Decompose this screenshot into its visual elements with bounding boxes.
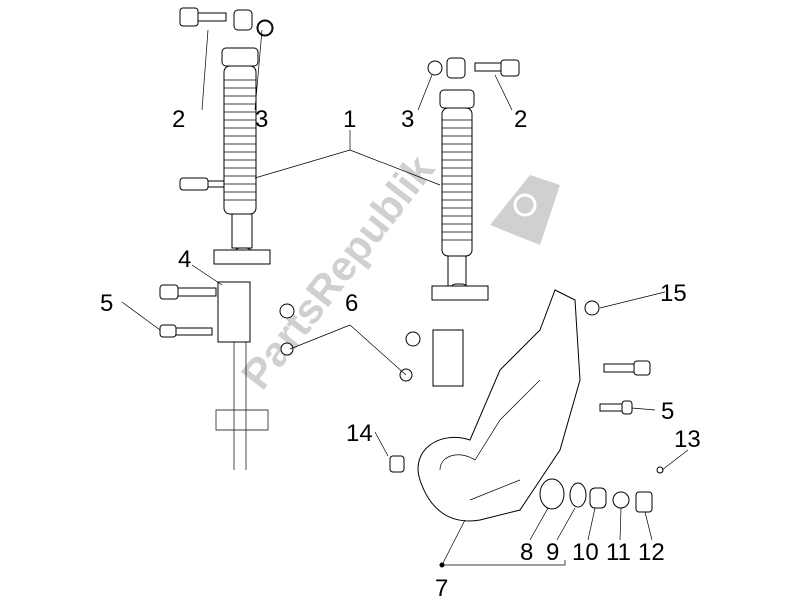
left-shock-absorber [159,19,295,470]
label-6: 6 [345,290,358,317]
part-labels: 2 3 1 3 2 4 5 6 15 5 14 13 8 9 10 11 12 … [100,106,701,600]
reference-dot [439,562,445,568]
label-10: 10 [572,539,599,566]
label-4: 4 [178,246,191,273]
label-2: 2 [172,106,185,133]
label-14: 14 [346,420,373,447]
label-2: 2 [514,106,527,133]
label-13: 13 [674,426,701,453]
leader-lines [121,29,689,566]
gear-logo-icon [490,175,560,245]
label-3: 3 [401,106,414,133]
label-15: 15 [660,280,687,307]
label-12: 12 [638,539,665,566]
top-bolt-left [179,7,273,36]
label-8: 8 [520,539,533,566]
label-7: 7 [435,575,448,600]
label-9: 9 [546,539,559,566]
label-5: 5 [100,290,113,317]
watermark-text: PartsRepublik [232,146,443,398]
hub-parts [539,466,664,513]
label-3: 3 [255,106,268,133]
bolt-head [179,177,209,191]
bushing-14 [389,455,405,473]
nut-15 [584,300,600,316]
label-5: 5 [661,398,674,425]
swing-arm [389,289,651,522]
label-11: 11 [606,539,631,566]
label-1: 1 [343,106,356,133]
right-shock-absorber [399,57,520,387]
